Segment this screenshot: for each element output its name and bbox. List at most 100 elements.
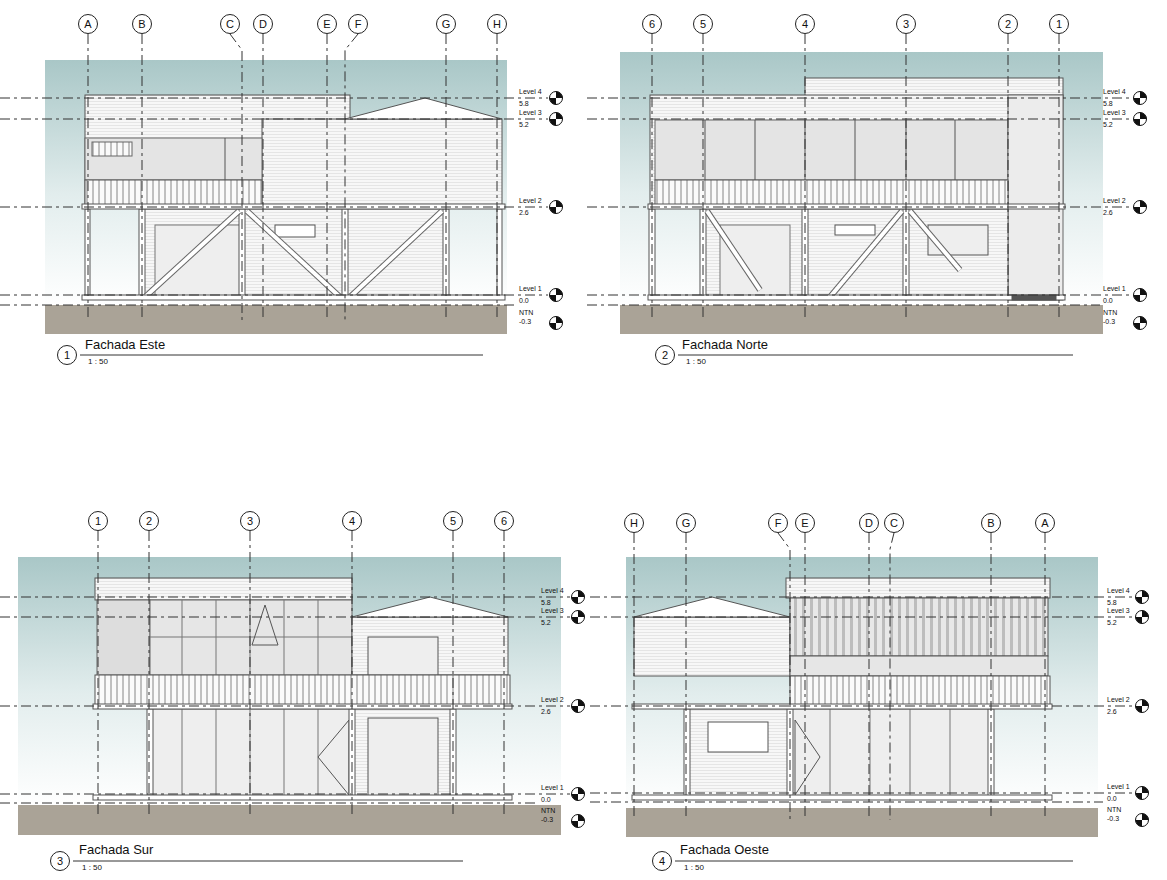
grid-bubble: 3 — [896, 14, 916, 34]
view-number: 1 — [57, 345, 77, 365]
grid-label: 3 — [903, 19, 909, 30]
grid-bubble: E — [317, 14, 337, 34]
grid-bubble: 4 — [795, 14, 815, 34]
grid-label: D — [259, 19, 267, 30]
view-title: Fachada Norte — [682, 338, 768, 351]
grid-bubble: 4 — [342, 511, 362, 531]
level-elevation: 2.6 — [1103, 209, 1113, 216]
level-name: Level 1 — [541, 784, 564, 791]
level-elevation: 5.2 — [541, 619, 551, 626]
grid-bubble: 1 — [1049, 14, 1069, 34]
level-name: Level 4 — [541, 587, 564, 594]
level-elevation: 5.8 — [541, 599, 551, 606]
level-elevation: 5.8 — [519, 100, 529, 107]
grid-label: 1 — [1056, 19, 1062, 30]
level-name: Level 3 — [1103, 109, 1126, 116]
grid-label: D — [865, 518, 873, 529]
grid-bubble: B — [981, 513, 1001, 533]
view-scale: 1 : 50 — [686, 358, 706, 366]
grid-bubble: G — [436, 14, 456, 34]
grid-label: 6 — [649, 19, 655, 30]
grid-label: E — [801, 518, 808, 529]
level-elevation: -0.3 — [1107, 815, 1119, 822]
level-name: Level 2 — [1103, 197, 1126, 204]
grid-bubble: 2 — [998, 14, 1018, 34]
level-name: Level 3 — [541, 607, 564, 614]
grid-label: 2 — [1005, 19, 1011, 30]
grid-label: A — [1041, 518, 1048, 529]
grid-label: 5 — [700, 19, 706, 30]
grid-label: A — [84, 19, 91, 30]
level-name: Level 2 — [541, 696, 564, 703]
grid-bubble: C — [220, 14, 240, 34]
grid-bubble: F — [768, 513, 788, 533]
grid-bubble: 3 — [240, 511, 260, 531]
grid-label: H — [493, 19, 501, 30]
grid-bubble: 2 — [139, 511, 159, 531]
grid-label: F — [775, 518, 782, 529]
level-name: Level 1 — [519, 285, 542, 292]
north-elevation — [620, 52, 1103, 334]
view-scale: 1 : 50 — [88, 358, 108, 366]
level-elevation: 2.6 — [541, 708, 551, 715]
view-title: Fachada Este — [85, 338, 165, 351]
grid-label: 1 — [95, 516, 101, 527]
grid-label: G — [442, 19, 451, 30]
grid-label: G — [682, 518, 691, 529]
view-number: 3 — [50, 851, 70, 871]
grid-bubble: H — [624, 513, 644, 533]
level-name: NTN — [1103, 309, 1117, 316]
grid-label: 1 — [64, 350, 70, 361]
grid-label: 4 — [802, 19, 808, 30]
level-name: NTN — [541, 807, 555, 814]
grid-label: B — [138, 19, 145, 30]
view-title: Fachada Oeste — [680, 843, 769, 856]
grid-lines — [88, 34, 1059, 820]
level-name: NTN — [1107, 806, 1121, 813]
grid-bubble: 6 — [494, 511, 514, 531]
grid-label: 2 — [146, 516, 152, 527]
grid-bubble: G — [676, 513, 696, 533]
level-elevation: 0.0 — [541, 796, 551, 803]
grid-label: E — [323, 19, 330, 30]
level-name: Level 4 — [1103, 88, 1126, 95]
grid-bubble: A — [78, 14, 98, 34]
grid-label: F — [355, 19, 362, 30]
grid-bubble: D — [859, 513, 879, 533]
grid-bubble: E — [795, 513, 815, 533]
level-elevation: 2.6 — [519, 209, 529, 216]
level-elevation: 0.0 — [1103, 297, 1113, 304]
view-number: 2 — [655, 345, 675, 365]
grid-label: 3 — [57, 856, 63, 867]
level-name: Level 1 — [1103, 285, 1126, 292]
level-name: Level 1 — [1107, 783, 1130, 790]
south-elevation — [18, 557, 561, 835]
level-elevation: 0.0 — [1107, 795, 1117, 802]
view-scale: 1 : 50 — [684, 864, 704, 872]
level-name: Level 3 — [519, 109, 542, 116]
level-elevation: -0.3 — [1103, 318, 1115, 325]
view-number: 4 — [652, 851, 672, 871]
level-name: Level 3 — [1107, 607, 1130, 614]
level-elevation: 0.0 — [519, 297, 529, 304]
grid-label: 6 — [501, 516, 507, 527]
grid-bubble: 5 — [443, 511, 463, 531]
east-elevation — [45, 60, 507, 334]
grid-label: 4 — [659, 856, 665, 867]
level-elevation: 5.2 — [1103, 121, 1113, 128]
grid-bubble: B — [132, 14, 152, 34]
title-underlines — [73, 355, 1073, 861]
level-name: NTN — [519, 309, 533, 316]
level-elevation: 5.2 — [1107, 619, 1117, 626]
west-elevation — [626, 557, 1098, 837]
level-name: Level 2 — [519, 197, 542, 204]
level-elevation: -0.3 — [541, 816, 553, 823]
level-elevation: 5.2 — [519, 121, 529, 128]
view-title: Fachada Sur — [79, 843, 153, 856]
level-lines — [0, 98, 1134, 803]
level-elevation: 2.6 — [1107, 708, 1117, 715]
level-name: Level 2 — [1107, 696, 1130, 703]
grid-label: H — [630, 518, 638, 529]
